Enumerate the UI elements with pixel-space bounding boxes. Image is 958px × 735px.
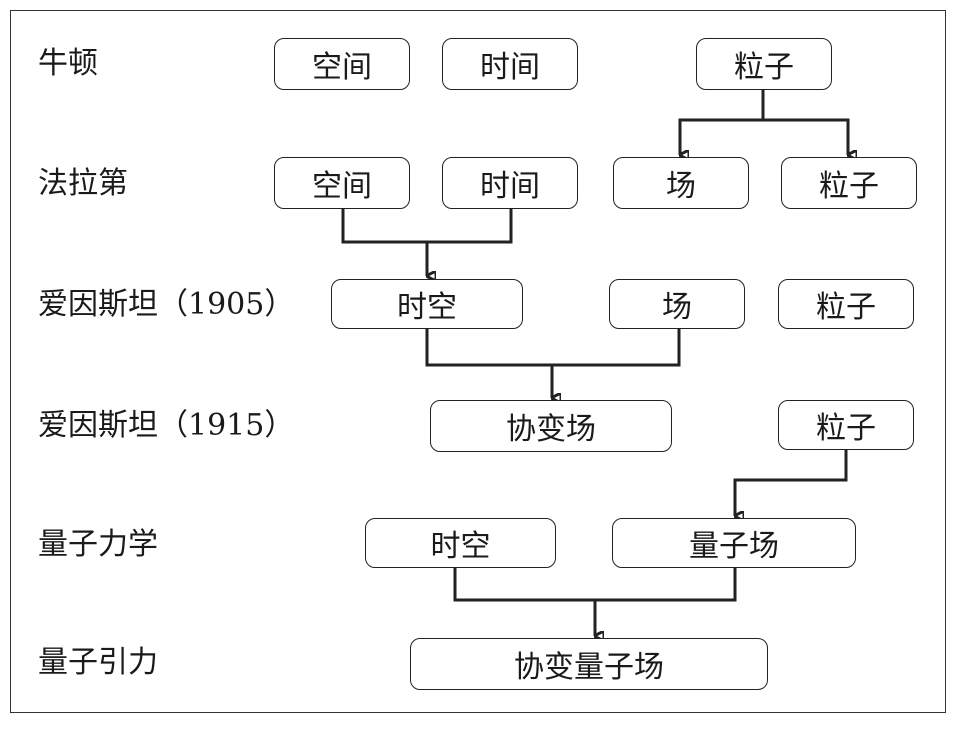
row-label-newton: 牛顿 xyxy=(38,46,98,81)
node-einstein1905-field: 场 xyxy=(609,279,745,329)
edge-particle-split xyxy=(678,90,765,155)
row-label-quantum-mechanics: 量子力学 xyxy=(38,527,158,562)
node-faraday-time: 时间 xyxy=(442,157,578,209)
edge-particle-to-quantum-field xyxy=(733,450,848,516)
node-newton-time: 时间 xyxy=(442,38,578,90)
row-label-quantum-gravity: 量子引力 xyxy=(38,645,158,680)
node-einstein1905-spacetime: 时空 xyxy=(331,279,523,329)
node-newton-space: 空间 xyxy=(274,38,410,90)
edge-spacetime-field-merge xyxy=(425,329,681,398)
node-einstein1915-particle: 粒子 xyxy=(778,400,914,450)
node-einstein1905-particle: 粒子 xyxy=(778,279,914,329)
node-faraday-field: 场 xyxy=(613,157,749,209)
node-qm-quantum-field: 量子场 xyxy=(612,518,856,568)
row-label-einstein-1905: 爱因斯坦（1905） xyxy=(38,287,295,322)
diagram-frame xyxy=(10,10,946,713)
node-qg-covariant-quantum-field: 协变量子场 xyxy=(410,638,768,690)
node-einstein1915-covariant-field: 协变场 xyxy=(430,400,672,452)
node-qm-spacetime: 时空 xyxy=(365,518,556,568)
edge-particle-split-right xyxy=(763,118,848,155)
node-newton-particle: 粒子 xyxy=(696,38,832,90)
node-faraday-space: 空间 xyxy=(274,157,410,209)
edge-space-time-merge xyxy=(341,209,513,276)
edge-spacetime-quantumfield-merge xyxy=(453,568,737,636)
row-label-faraday: 法拉第 xyxy=(38,166,128,201)
node-faraday-particle: 粒子 xyxy=(781,157,917,209)
row-label-einstein-1915: 爱因斯坦（1915） xyxy=(38,408,295,443)
